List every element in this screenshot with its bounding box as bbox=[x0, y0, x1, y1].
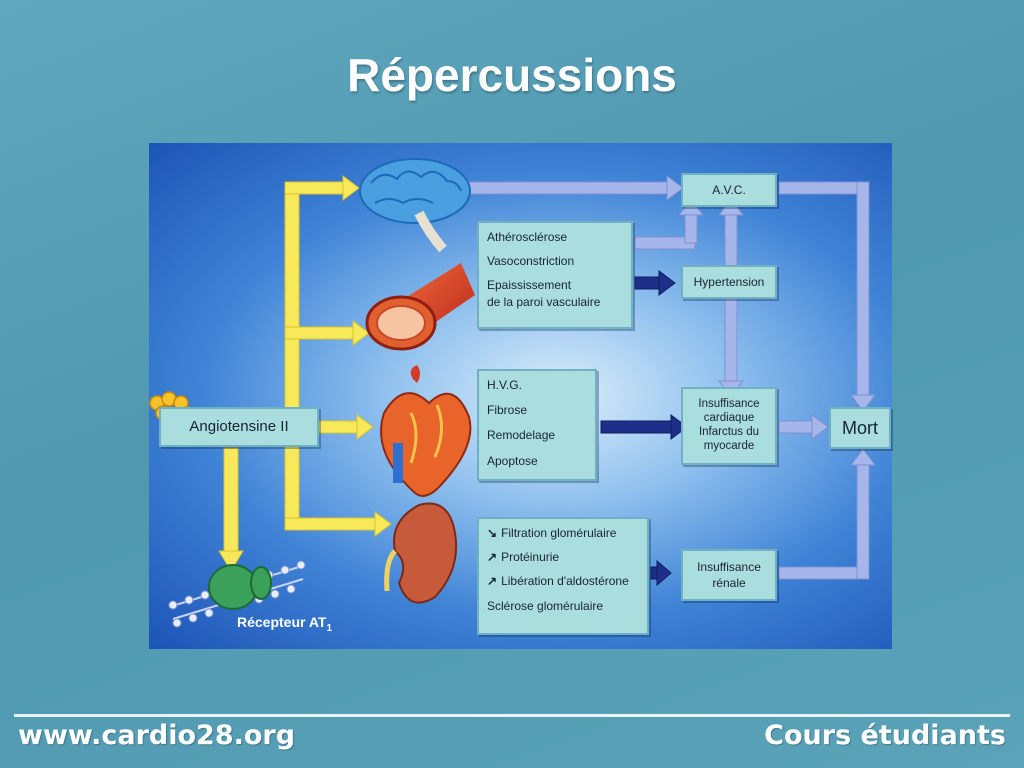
diagram-figure: Récepteur AT1 Angiotensine II A.V.C. Ath… bbox=[149, 143, 892, 649]
slide-title: Répercussions bbox=[347, 49, 677, 101]
artery-icon bbox=[365, 263, 475, 351]
heart-effect-item: H.V.G. bbox=[487, 378, 522, 392]
kidney-effects-box: ↘Filtration glomérulaire ↗Protéinurie ↗L… bbox=[477, 517, 649, 635]
renal-outcome-box: Insuffisance rénale bbox=[681, 549, 777, 601]
cardiac-outcome-line: Insuffisance bbox=[698, 398, 760, 411]
hypertension-label: Hypertension bbox=[693, 274, 765, 289]
brain-icon bbox=[359, 158, 471, 253]
kidney-effect-item: ↘Filtration glomérulaire bbox=[487, 526, 617, 540]
cardiac-outcome-line: myocarde bbox=[703, 439, 755, 452]
vessel-effect-item: Vasoconstriction bbox=[487, 254, 575, 269]
hypertension-box: Hypertension bbox=[681, 265, 777, 299]
avc-box: A.V.C. bbox=[681, 173, 777, 207]
decrease-arrow-icon: ↘ bbox=[487, 526, 498, 540]
vessel-effect-item: Athérosclérose bbox=[487, 230, 568, 244]
heart-effect-item: Remodelage bbox=[487, 428, 556, 443]
vessel-effect-item: de la paroi vasculaire bbox=[487, 294, 601, 309]
avc-label: A.V.C. bbox=[712, 182, 746, 197]
footer-website: www.cardio28.org bbox=[18, 720, 296, 751]
cardiac-outcome-line: cardiaque bbox=[703, 412, 755, 425]
heart-icon bbox=[380, 365, 472, 497]
cardiac-outcome-box: Insuffisance cardiaque Infarctus du myoc… bbox=[681, 387, 777, 465]
kidney-effect-item: ↗Protéinurie bbox=[487, 550, 560, 565]
kidney-icon bbox=[384, 502, 458, 604]
renal-outcome-line: Insuffisance bbox=[697, 559, 761, 574]
navy-arrows bbox=[600, 270, 688, 587]
vessel-effects-box: Athérosclérose Vasoconstriction Epaissis… bbox=[477, 221, 633, 329]
receptor-label: Récepteur AT1 bbox=[237, 614, 332, 634]
death-label: Mort bbox=[842, 417, 878, 438]
heart-effects-box: H.V.G. Fibrose Remodelage Apoptose bbox=[477, 369, 597, 481]
heart-effect-item: Fibrose bbox=[487, 403, 528, 418]
angiotensin-label: Angiotensine II bbox=[189, 417, 289, 435]
vessel-effect-item: Epaississement bbox=[487, 278, 572, 293]
kidney-effect-item: ↗Libération d'aldostérone bbox=[487, 574, 629, 589]
yellow-arrows bbox=[218, 175, 392, 572]
footer-divider bbox=[14, 714, 1010, 717]
death-box: Mort bbox=[829, 407, 891, 449]
renal-outcome-line: rénale bbox=[712, 576, 746, 590]
cardiac-outcome-line: Infarctus du bbox=[698, 426, 760, 438]
kidney-effect-item: Sclérose glomérulaire bbox=[487, 598, 604, 613]
footer-course-label: Cours étudiants bbox=[764, 720, 1006, 751]
receptor-membrane-icon bbox=[168, 560, 306, 628]
increase-arrow-icon: ↗ bbox=[487, 574, 498, 589]
heart-effect-item: Apoptose bbox=[487, 453, 538, 468]
increase-arrow-icon: ↗ bbox=[487, 550, 498, 565]
angiotensin-box: Angiotensine II bbox=[159, 407, 319, 447]
